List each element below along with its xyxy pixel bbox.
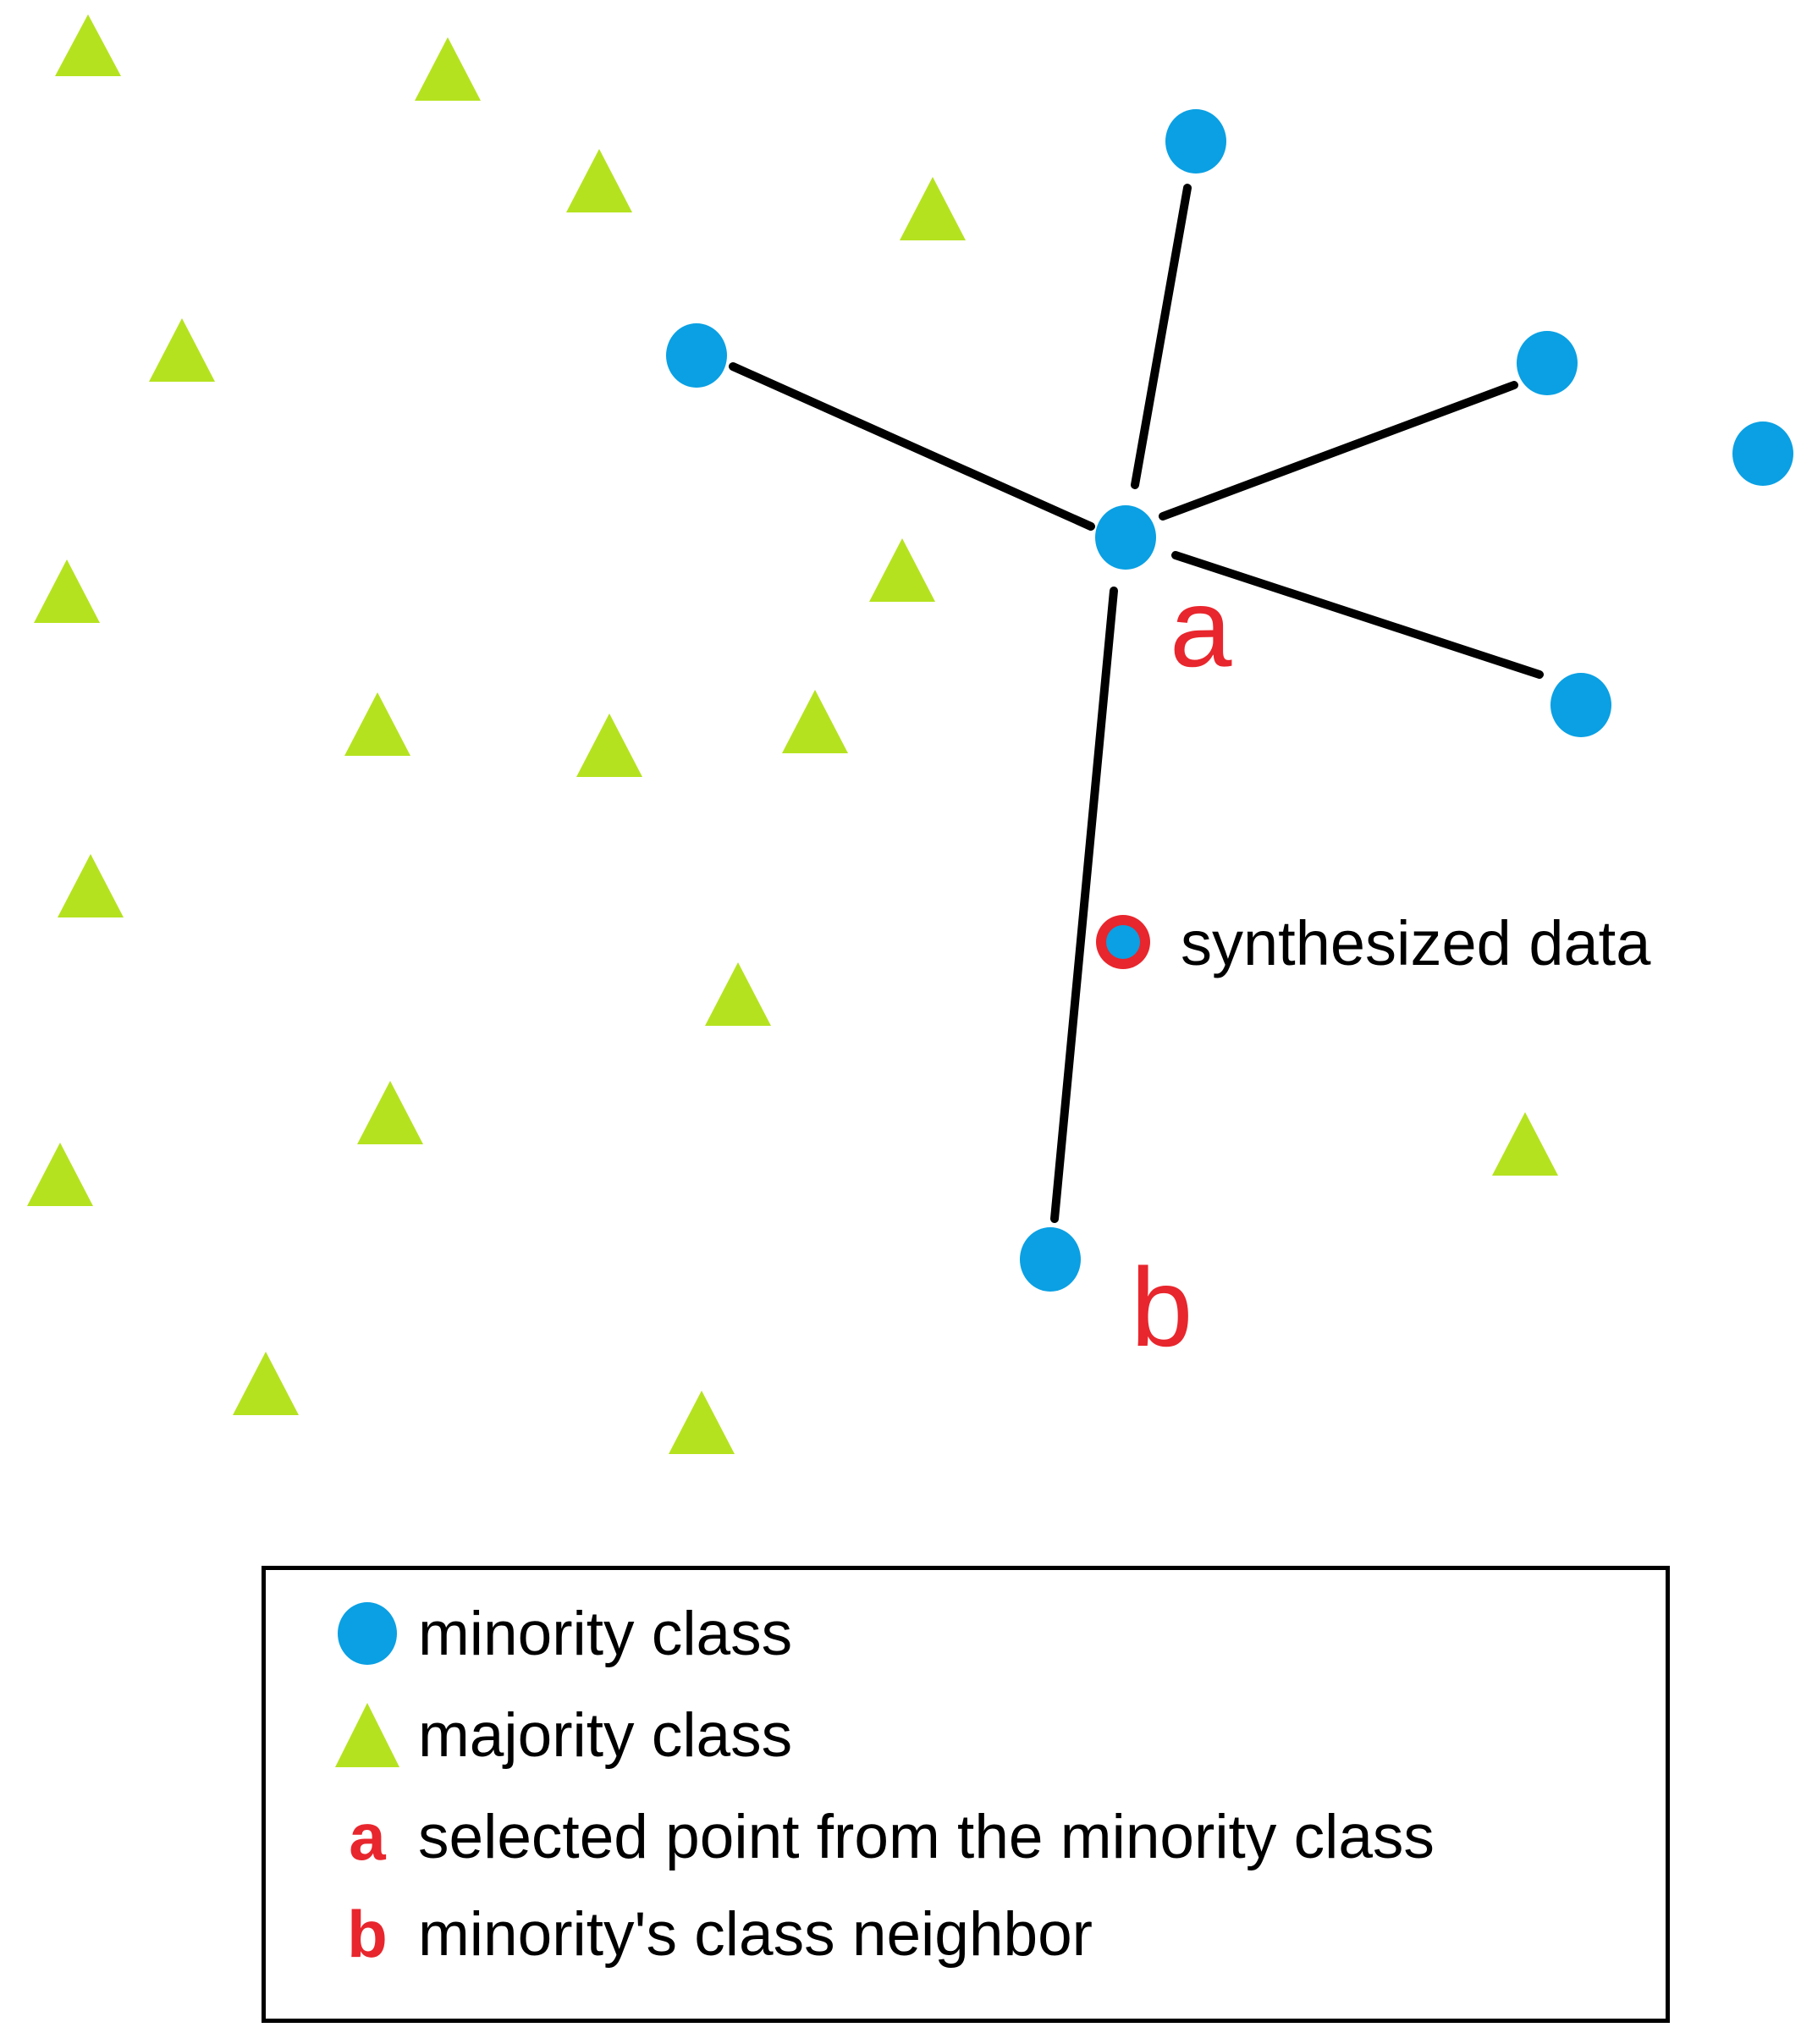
synthesized-point-core: [1106, 925, 1140, 959]
minority-point: [1165, 109, 1226, 174]
label-point-a: a: [1170, 565, 1232, 690]
legend-row-a: a selected point from the minority class: [333, 1794, 1435, 1879]
minority-point-a: [1095, 505, 1156, 570]
majority-triangle: [149, 318, 215, 382]
majority-triangle: [58, 854, 124, 917]
majority-triangle: [27, 1143, 93, 1206]
synthesized-point: [1096, 915, 1150, 969]
majority-triangle-icon: [333, 1701, 401, 1769]
legend-row-majority: majority class: [333, 1693, 792, 1777]
majority-triangle: [900, 177, 966, 240]
minority-point: [1732, 421, 1793, 486]
minority-circle-icon: [333, 1600, 401, 1667]
majority-triangle: [1492, 1112, 1558, 1176]
line-a-to-left: [729, 362, 1095, 531]
line-a-to-lower-right: [1171, 551, 1544, 679]
minority-point-b: [1020, 1227, 1081, 1292]
majority-triangle: [34, 559, 100, 623]
line-a-to-top: [1131, 184, 1192, 489]
majority-triangle: [344, 692, 410, 756]
legend-a-letter: a: [349, 1799, 386, 1874]
minority-point: [1550, 673, 1611, 737]
legend-row-minority: minority class: [333, 1591, 792, 1676]
majority-triangle: [669, 1391, 735, 1454]
label-synthesized-data: synthesized data: [1181, 908, 1651, 978]
label-point-b: b: [1131, 1245, 1192, 1369]
neighbor-lines: [729, 184, 1544, 1223]
majority-triangle: [233, 1352, 299, 1415]
minority-point: [666, 323, 727, 388]
majority-points: [27, 14, 1558, 1454]
legend-row-b: b minority's class neighbor: [333, 1892, 1093, 1976]
majority-triangle: [705, 962, 771, 1026]
legend-minority-label: minority class: [418, 1599, 793, 1668]
majority-triangle: [415, 37, 481, 101]
legend-a-label: selected point from the minority class: [418, 1802, 1435, 1871]
legend-majority-label: majority class: [418, 1700, 793, 1770]
majority-triangle: [55, 14, 121, 76]
majority-triangle: [357, 1081, 423, 1144]
majority-triangle: [869, 538, 935, 602]
majority-triangle: [566, 149, 632, 212]
legend: minority class majority class a selected…: [262, 1566, 1670, 2023]
legend-b-letter: b: [347, 1896, 388, 1971]
line-a-to-b: [1050, 587, 1118, 1223]
legend-b-label: minority's class neighbor: [418, 1899, 1093, 1969]
minority-points: [666, 109, 1793, 1292]
majority-triangle: [782, 690, 848, 753]
majority-triangle: [576, 713, 642, 777]
minority-point: [1517, 331, 1578, 395]
line-a-to-upper-right: [1159, 381, 1518, 521]
